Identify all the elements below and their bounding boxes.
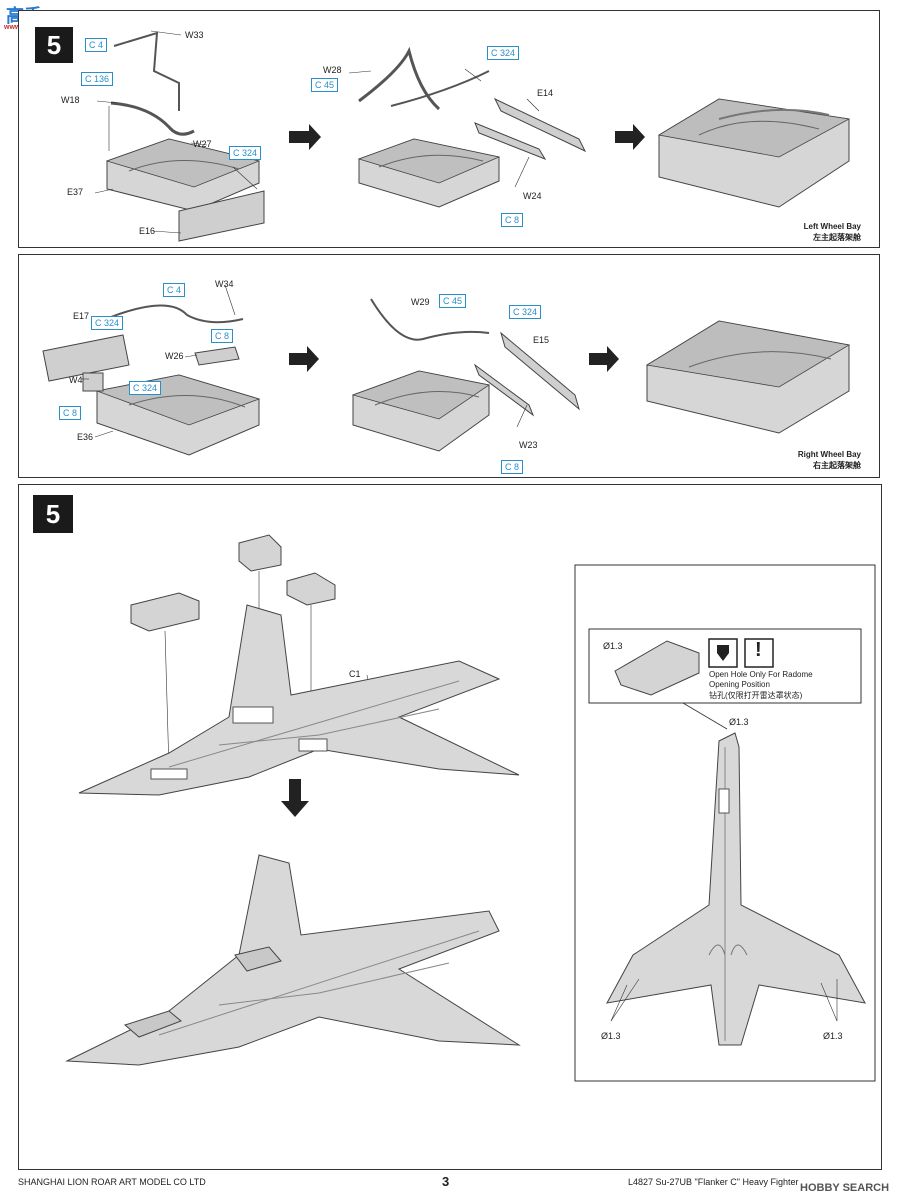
part-label-w18: W18 [61,95,80,105]
part-label-c8: C 8 [501,213,524,227]
drill-note-en-1: Open Hole Only For Radome [709,670,813,679]
part-label-w34: W34 [215,279,234,289]
step5-fuselage-panel: 5 [18,484,882,1170]
part-label-w4: W4 [69,375,83,385]
footer-product: L4827 Su-27UB "Flanker C" Heavy Fighter [628,1177,799,1187]
part-label-w23: W23 [519,440,538,450]
hole-size-nose: Ø1.3 [729,717,749,727]
part-label-w29: W29 [411,297,430,307]
hole-size-detail: Ø1.3 [603,641,623,651]
step-number-badge: 5 [35,27,73,63]
left-wheel-bay-caption: Left Wheel Bay 左主起落架舱 [803,222,861,242]
left-wheel-bay-panel: 5 [18,10,880,248]
step-number-badge-large: 5 [33,495,73,533]
left-bay-drawing [94,30,851,242]
part-label-e36: E36 [77,432,94,442]
footer-watermark: HOBBY SEARCH [800,1182,890,1194]
right-wheel-bay-panel: C 4 W34 E17 C 324 C 8 W26 W4 C 324 C 8 E… [18,254,880,478]
part-label-c8-r3: C 8 [501,460,524,474]
fuselage-drawing [65,534,876,1082]
warning-icon: ! [755,639,762,661]
drill-note-cn: 钻孔(仅限打开雷达罩状态) [709,691,803,700]
right-wheel-bay-caption: Right Wheel Bay 右主起落架舱 [797,450,861,470]
part-label-c136: C 136 [81,72,114,86]
part-label-c324-r: C 324 [91,316,124,330]
part-label-w28: W28 [323,65,342,75]
part-label-c324-r3: C 324 [509,305,542,319]
part-label-c45: C 45 [311,78,339,92]
part-label-w26: W26 [165,351,184,361]
part-label-c4: C 4 [85,38,108,52]
part-label-e17: E17 [73,311,90,321]
part-label-w27: W27 [193,139,212,149]
drill-note-en-2: Opening Position [709,680,770,689]
part-label-c45-r: C 45 [439,294,467,308]
hole-size-right-wing: Ø1.3 [823,1031,843,1041]
part-label-c324-r2: C 324 [129,381,162,395]
part-label-e15: E15 [533,335,550,345]
part-label-w24: W24 [523,191,542,201]
part-label-c4-r: C 4 [163,283,186,297]
part-label-c8-r: C 8 [211,329,234,343]
part-label-e16: E16 [139,226,156,236]
part-label-c324: C 324 [229,146,262,160]
footer-page-number: 3 [442,1174,450,1189]
hole-size-left-wing: Ø1.3 [601,1031,621,1041]
part-label-c1: C1 [349,669,361,679]
right-bay-drawing [42,284,851,456]
part-label-e14: E14 [537,88,554,98]
part-label-w33: W33 [185,30,204,40]
part-label-c8-r2: C 8 [59,406,82,420]
footer-company: SHANGHAI LION ROAR ART MODEL CO LTD [18,1177,206,1187]
part-label-e37: E37 [67,187,84,197]
part-label-c324-b: C 324 [487,46,520,60]
